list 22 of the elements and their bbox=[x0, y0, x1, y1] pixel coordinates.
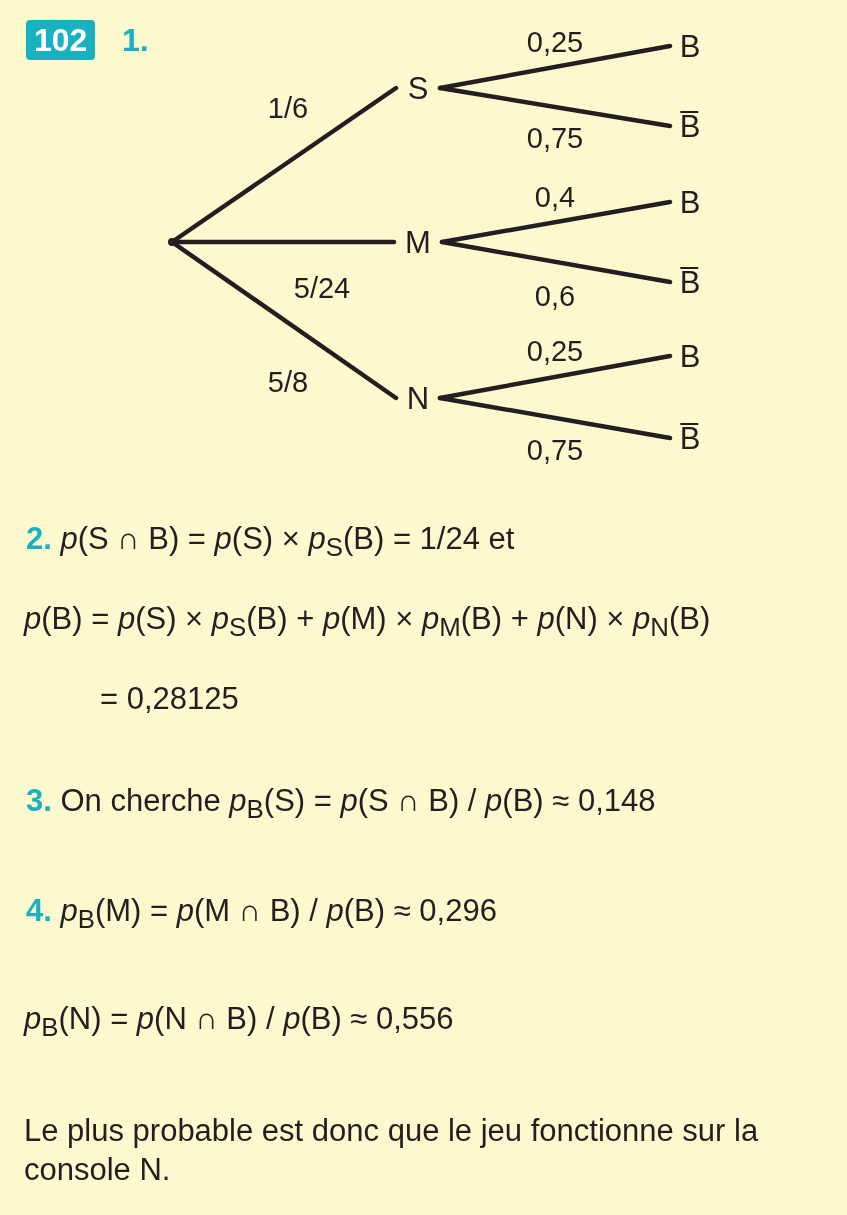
tree-branch bbox=[437, 85, 673, 129]
equation: p(B) = p(S) × p$_{S}$(B) + p(M) × p$_{M}$(B) + p(N) × p$_{N}$(B) bbox=[24, 600, 711, 644]
branch-point bbox=[168, 238, 176, 246]
outcome-label: B̅ bbox=[679, 422, 701, 454]
outcome-label: M bbox=[405, 226, 431, 258]
outcome-label: B bbox=[679, 30, 701, 62]
outcome-label: N bbox=[406, 382, 430, 414]
outcome-label: B bbox=[679, 186, 701, 218]
question-number: 1. bbox=[122, 21, 149, 60]
outcome-label: B bbox=[679, 340, 701, 372]
outcome-label: S bbox=[407, 72, 429, 104]
tree-branch bbox=[437, 395, 673, 441]
equation: 3. On cherche p$_{B}$(S) = p(S ∩ B) / p(B) ≈ 0,148 bbox=[26, 782, 656, 826]
equation: 4. p$_{B}$(M) = p(M ∩ B) / p(B) ≈ 0,296 bbox=[26, 892, 497, 936]
tree-branch bbox=[439, 239, 673, 285]
outcome-label: B̅ bbox=[679, 266, 701, 298]
conclusion-text: Le plus probable est donc que le jeu fonctionne sur la console N. bbox=[24, 1112, 760, 1189]
equation: 2. p(S ∩ B) = p(S) × p$_{S}$(B) = 1/24 et bbox=[26, 520, 515, 564]
outcome-label: B̅ bbox=[679, 110, 701, 142]
exercise-number: 102 bbox=[26, 20, 96, 60]
equation: p$_{B}$(N) = p(N ∩ B) / p(B) ≈ 0,556 bbox=[24, 1000, 454, 1044]
equation: = 0,28125 bbox=[100, 680, 239, 718]
